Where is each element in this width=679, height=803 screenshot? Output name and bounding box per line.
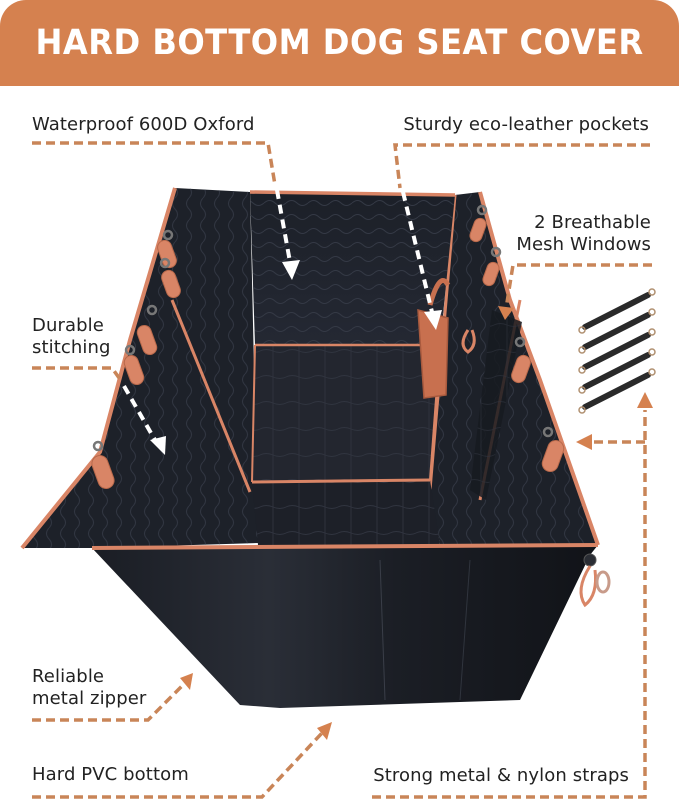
seat-floor bbox=[251, 343, 441, 545]
callout-durable-stitching: Durable stitching bbox=[32, 315, 111, 359]
straps bbox=[578, 288, 656, 414]
eco-leather-pocket bbox=[417, 278, 476, 399]
right-headrest-tabs bbox=[469, 217, 565, 473]
callout-lines bbox=[32, 141, 652, 799]
strap-5 bbox=[578, 368, 656, 414]
callout-text: stitching bbox=[32, 337, 111, 358]
leader-pvc bbox=[32, 731, 324, 799]
leader-zipper bbox=[32, 681, 187, 722]
arrow-straps-up bbox=[637, 392, 653, 408]
leader-mesh bbox=[503, 263, 652, 316]
title-banner: HARD BOTTOM DOG SEAT COVER bbox=[0, 0, 679, 86]
strap-1 bbox=[578, 288, 656, 334]
arrow-zipper bbox=[180, 673, 193, 690]
leader-pockets bbox=[393, 143, 650, 189]
callout-text: Hard PVC bottom bbox=[32, 764, 189, 785]
left-d-rings bbox=[92, 229, 174, 452]
strap-4 bbox=[578, 348, 656, 394]
right-d-rings bbox=[476, 204, 554, 438]
callout-metal-nylon-straps: Strong metal & nylon straps bbox=[373, 765, 629, 787]
callout-eco-leather-pockets: Sturdy eco-leather pockets bbox=[403, 114, 649, 136]
callout-text: Strong metal & nylon straps bbox=[373, 765, 629, 786]
back-panel bbox=[249, 190, 456, 345]
white-arrows bbox=[122, 189, 434, 441]
callout-text: Reliable bbox=[32, 666, 105, 687]
callout-text: Sturdy eco-leather pockets bbox=[403, 114, 649, 135]
leader-waterproof bbox=[32, 141, 277, 186]
strap-2 bbox=[578, 308, 656, 354]
callout-mesh-windows: 2 Breathable Mesh Windows bbox=[516, 212, 651, 256]
leader-straps bbox=[372, 410, 647, 799]
callout-hard-pvc-bottom: Hard PVC bottom bbox=[32, 764, 189, 786]
callout-arrowheads bbox=[180, 306, 653, 740]
front-hard-bottom-flap bbox=[91, 543, 599, 708]
arrow-pvc bbox=[317, 722, 332, 740]
banner-title: HARD BOTTOM DOG SEAT COVER bbox=[35, 23, 644, 63]
arrow-straps-left bbox=[576, 434, 592, 450]
callout-metal-zipper: Reliable metal zipper bbox=[32, 666, 146, 710]
callout-text: Waterproof 600D Oxford bbox=[32, 114, 255, 135]
left-headrest-tabs bbox=[91, 239, 181, 489]
leader-stitching bbox=[32, 366, 124, 384]
callout-text: Mesh Windows bbox=[516, 234, 651, 255]
arrow-mesh bbox=[498, 306, 514, 320]
zipper-pull bbox=[579, 553, 611, 608]
callout-text: metal zipper bbox=[32, 688, 147, 709]
white-arrowheads bbox=[150, 260, 442, 455]
callout-waterproof-oxford: Waterproof 600D Oxford bbox=[32, 114, 255, 136]
callout-text: Durable bbox=[32, 315, 104, 336]
callout-text: 2 Breathable bbox=[534, 212, 651, 233]
strap-3 bbox=[578, 328, 656, 374]
